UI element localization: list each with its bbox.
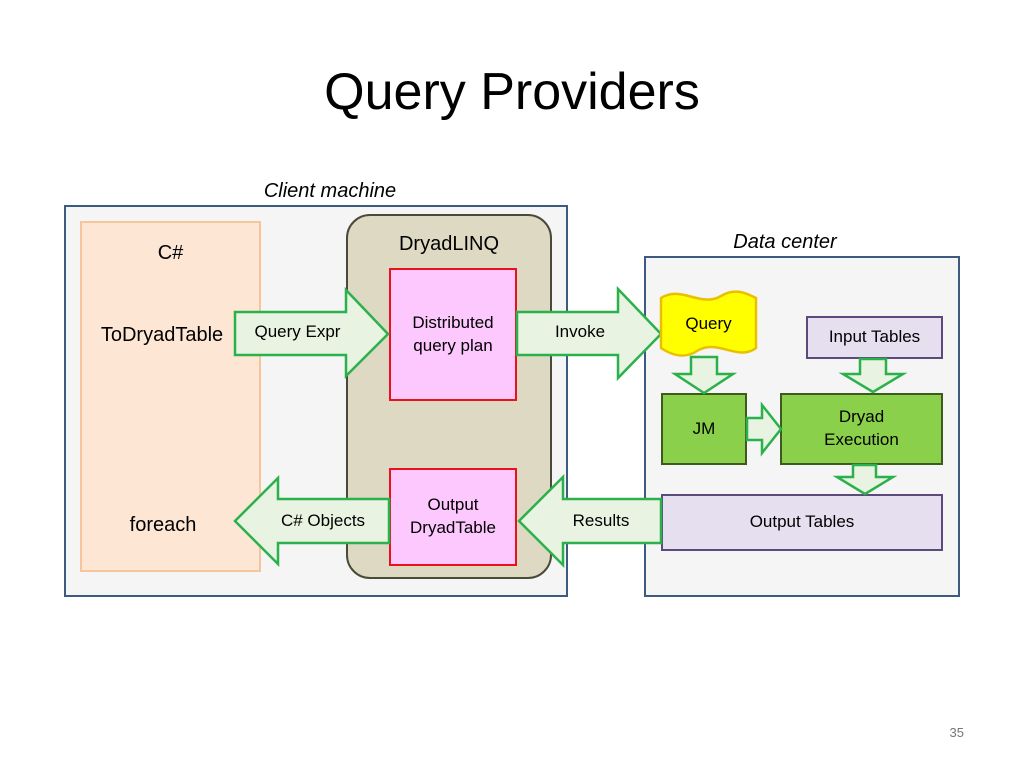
page-number: 35 xyxy=(949,725,964,740)
dryad-execution-box: Dryad Execution xyxy=(780,393,943,465)
csharp-title: C# xyxy=(157,242,184,264)
input-to-execution-arrow xyxy=(838,357,908,394)
query-label: Query xyxy=(685,314,732,333)
query-expr-arrow xyxy=(233,286,390,380)
jm-box: JM xyxy=(661,393,747,465)
dryadlinq-title: DryadLINQ xyxy=(398,233,500,255)
output-tables-box: Output Tables xyxy=(661,494,943,551)
invoke-label: Invoke xyxy=(554,322,606,341)
results-arrow xyxy=(517,473,663,569)
csharp-objects-label: C# Objects xyxy=(280,511,366,530)
output-dryadtable-box: Output DryadTable xyxy=(389,468,517,566)
jm-to-execution-arrow xyxy=(745,401,783,457)
slide-title: Query Providers xyxy=(324,63,700,121)
client-machine-label: Client machine xyxy=(263,180,397,202)
results-label: Results xyxy=(572,511,630,530)
data-center-label: Data center xyxy=(733,231,837,253)
query-expr-label: Query Expr xyxy=(254,322,341,341)
query-to-jm-arrow xyxy=(670,355,738,395)
invoke-arrow xyxy=(515,285,663,382)
distributed-query-plan-box: Distributed query plan xyxy=(389,268,517,401)
query-wavy-box xyxy=(659,290,758,357)
csharp-objects-arrow xyxy=(233,474,391,568)
to-dryad-table-label: ToDryadTable xyxy=(100,324,224,346)
foreach-label: foreach xyxy=(129,514,197,536)
csharp-panel xyxy=(80,221,261,572)
execution-to-output-arrow xyxy=(832,463,898,496)
